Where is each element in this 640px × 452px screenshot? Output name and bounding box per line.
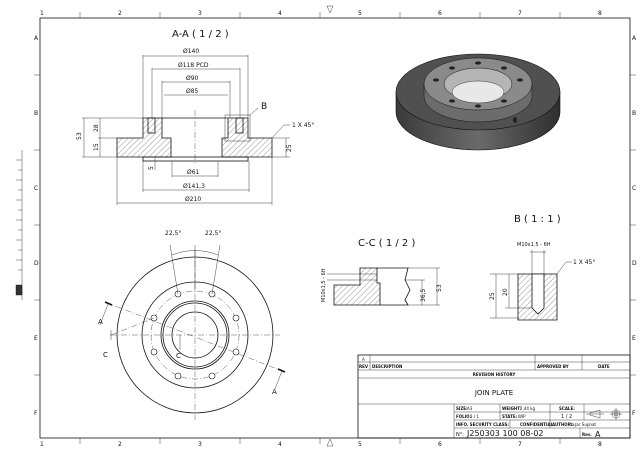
dim-d210: Ø210 (185, 196, 201, 203)
grid-row-label: D (34, 260, 39, 267)
grid-col-label: 1 (40, 441, 44, 448)
detail-b-marker: B (261, 102, 267, 112)
grid-row-label: D (632, 260, 637, 267)
dim-d85: Ø85 (186, 88, 199, 95)
cut-plane-a-label: A (98, 318, 103, 326)
cut-plane-a-label: A (272, 388, 277, 396)
scale-label: SCALE: (559, 406, 575, 411)
grid-col-label: 3 (198, 441, 202, 448)
state-value: WIP (518, 414, 526, 419)
dim-h28: 28 (93, 124, 100, 132)
title-block: A REV DESCRIPTION APPROVED BY DATE REVIS… (357, 354, 631, 439)
dim-h25: 25 (489, 292, 496, 300)
section-a-a: A-A ( 1 / 2 ) B Ø140 Ø118 PCD Ø90 Ø85 (76, 29, 314, 205)
dim-h5: 5 (148, 166, 155, 170)
dim-chamfer: 1 X 45° (292, 122, 314, 129)
view-title: A-A ( 1 / 2 ) (172, 29, 229, 40)
drawing-title: JOIN PLATE (474, 389, 513, 397)
drawing-number: J250303 100 08-02 (466, 429, 544, 438)
grid-row-label: F (632, 410, 636, 417)
grid-col-label: 5 (358, 441, 362, 448)
revision-row: A (362, 357, 365, 362)
grid-col-label: 2 (118, 10, 122, 17)
weight-value: 7,44 kg (520, 406, 535, 411)
grid-row-label: A (632, 35, 637, 42)
centering-mark-icon (326, 5, 334, 14)
author-value: Yaşar Supnat (569, 422, 596, 427)
grid-col-label: 5 (358, 10, 362, 17)
revision-label: Rev. (582, 432, 592, 437)
revision-value: A (595, 430, 601, 439)
grid-col-label: 3 (198, 10, 202, 17)
date-header: DATE (598, 364, 610, 369)
cut-plane-c-label: C (103, 351, 108, 359)
thread-dim: M10x1,5 - 6H (321, 268, 327, 302)
grid-row-label: B (632, 110, 636, 117)
grid-col-label: 2 (118, 441, 122, 448)
grid-col-label: 4 (278, 441, 282, 448)
weight-label: WEIGHT: (502, 406, 522, 411)
dim-h25: 25 (286, 144, 293, 152)
thread-dim: M10x1.5 - 6H (517, 242, 551, 248)
grid-col-label: 7 (518, 10, 522, 17)
dim-d61: Ø61 (187, 169, 200, 176)
size-label: SIZE: (456, 406, 468, 411)
dim-chamfer: 1 X 45° (573, 259, 595, 266)
folio-value: 1 / 1 (470, 414, 479, 419)
projection-symbol-icon (586, 408, 622, 420)
security-value: CONFIDENTIAL (520, 422, 554, 427)
dim-h20: 20 (502, 288, 509, 296)
grid-col-label: 7 (518, 441, 522, 448)
dim-h36-5: 36,5 (420, 288, 427, 302)
grid-row-label: E (34, 335, 38, 342)
rev-header: REV (359, 364, 369, 369)
section-c-c: C-C ( 1 / 2 ) M10x1,5 - 6H 36,5 53 (321, 238, 443, 306)
cut-plane-c-label: C (176, 352, 181, 360)
author-label: AUTHOR: (552, 422, 573, 427)
grid-col-label: 6 (438, 10, 442, 17)
revision-history-header: REVISION HISTORY (473, 372, 516, 377)
ruler-scale (15, 150, 23, 300)
description-header: DESCRIPTION (372, 364, 402, 369)
grid-row-label: F (34, 410, 38, 417)
dim-h53: 53 (76, 132, 83, 140)
security-label: INFO. SECURITY CLASS: (456, 422, 509, 427)
drawing-frame: 1 2 3 4 5 6 7 8 1 2 3 4 5 6 7 8 A B C D … (15, 5, 637, 448)
grid-col-label: 4 (278, 10, 282, 17)
grid-col-label: 1 (40, 10, 44, 17)
detail-b: B ( 1 : 1 ) M10x1.5 - 6H 1 X 45° 25 20 (489, 214, 595, 321)
grid-row-label: A (34, 35, 39, 42)
view-title: C-C ( 1 / 2 ) (358, 238, 415, 249)
number-label: N°: (456, 432, 464, 438)
approved-by-header: APPROVED BY (537, 364, 569, 369)
size-value: A3 (467, 406, 473, 411)
dim-h15: 15 (93, 143, 100, 151)
folio-label: FOLIO: (456, 414, 472, 419)
grid-row-label: C (34, 185, 38, 192)
dim-d118-pcd: Ø118 PCD (178, 62, 209, 69)
view-title: B ( 1 : 1 ) (514, 214, 561, 225)
grid-col-label: 6 (438, 441, 442, 448)
angle-dim: 22,5° (205, 230, 221, 237)
grid-row-label: B (34, 110, 38, 117)
front-view: 22,5° 22,5° A A C C (98, 230, 286, 420)
dim-d140: Ø140 (183, 48, 199, 55)
dim-d90: Ø90 (186, 75, 199, 82)
isometric-view (395, 53, 561, 151)
grid-row-label: E (632, 335, 636, 342)
dim-d141: Ø141,3 (183, 183, 205, 190)
scale-value: 1 / 2 (561, 414, 572, 420)
grid-row-label: C (632, 185, 636, 192)
dim-h53: 53 (436, 284, 443, 292)
grid-col-label: 8 (598, 10, 602, 17)
grid-col-label: 8 (598, 441, 602, 448)
centering-mark-icon (326, 438, 334, 447)
angle-dim: 22,5° (165, 230, 181, 237)
state-label: STATE: (502, 414, 518, 419)
